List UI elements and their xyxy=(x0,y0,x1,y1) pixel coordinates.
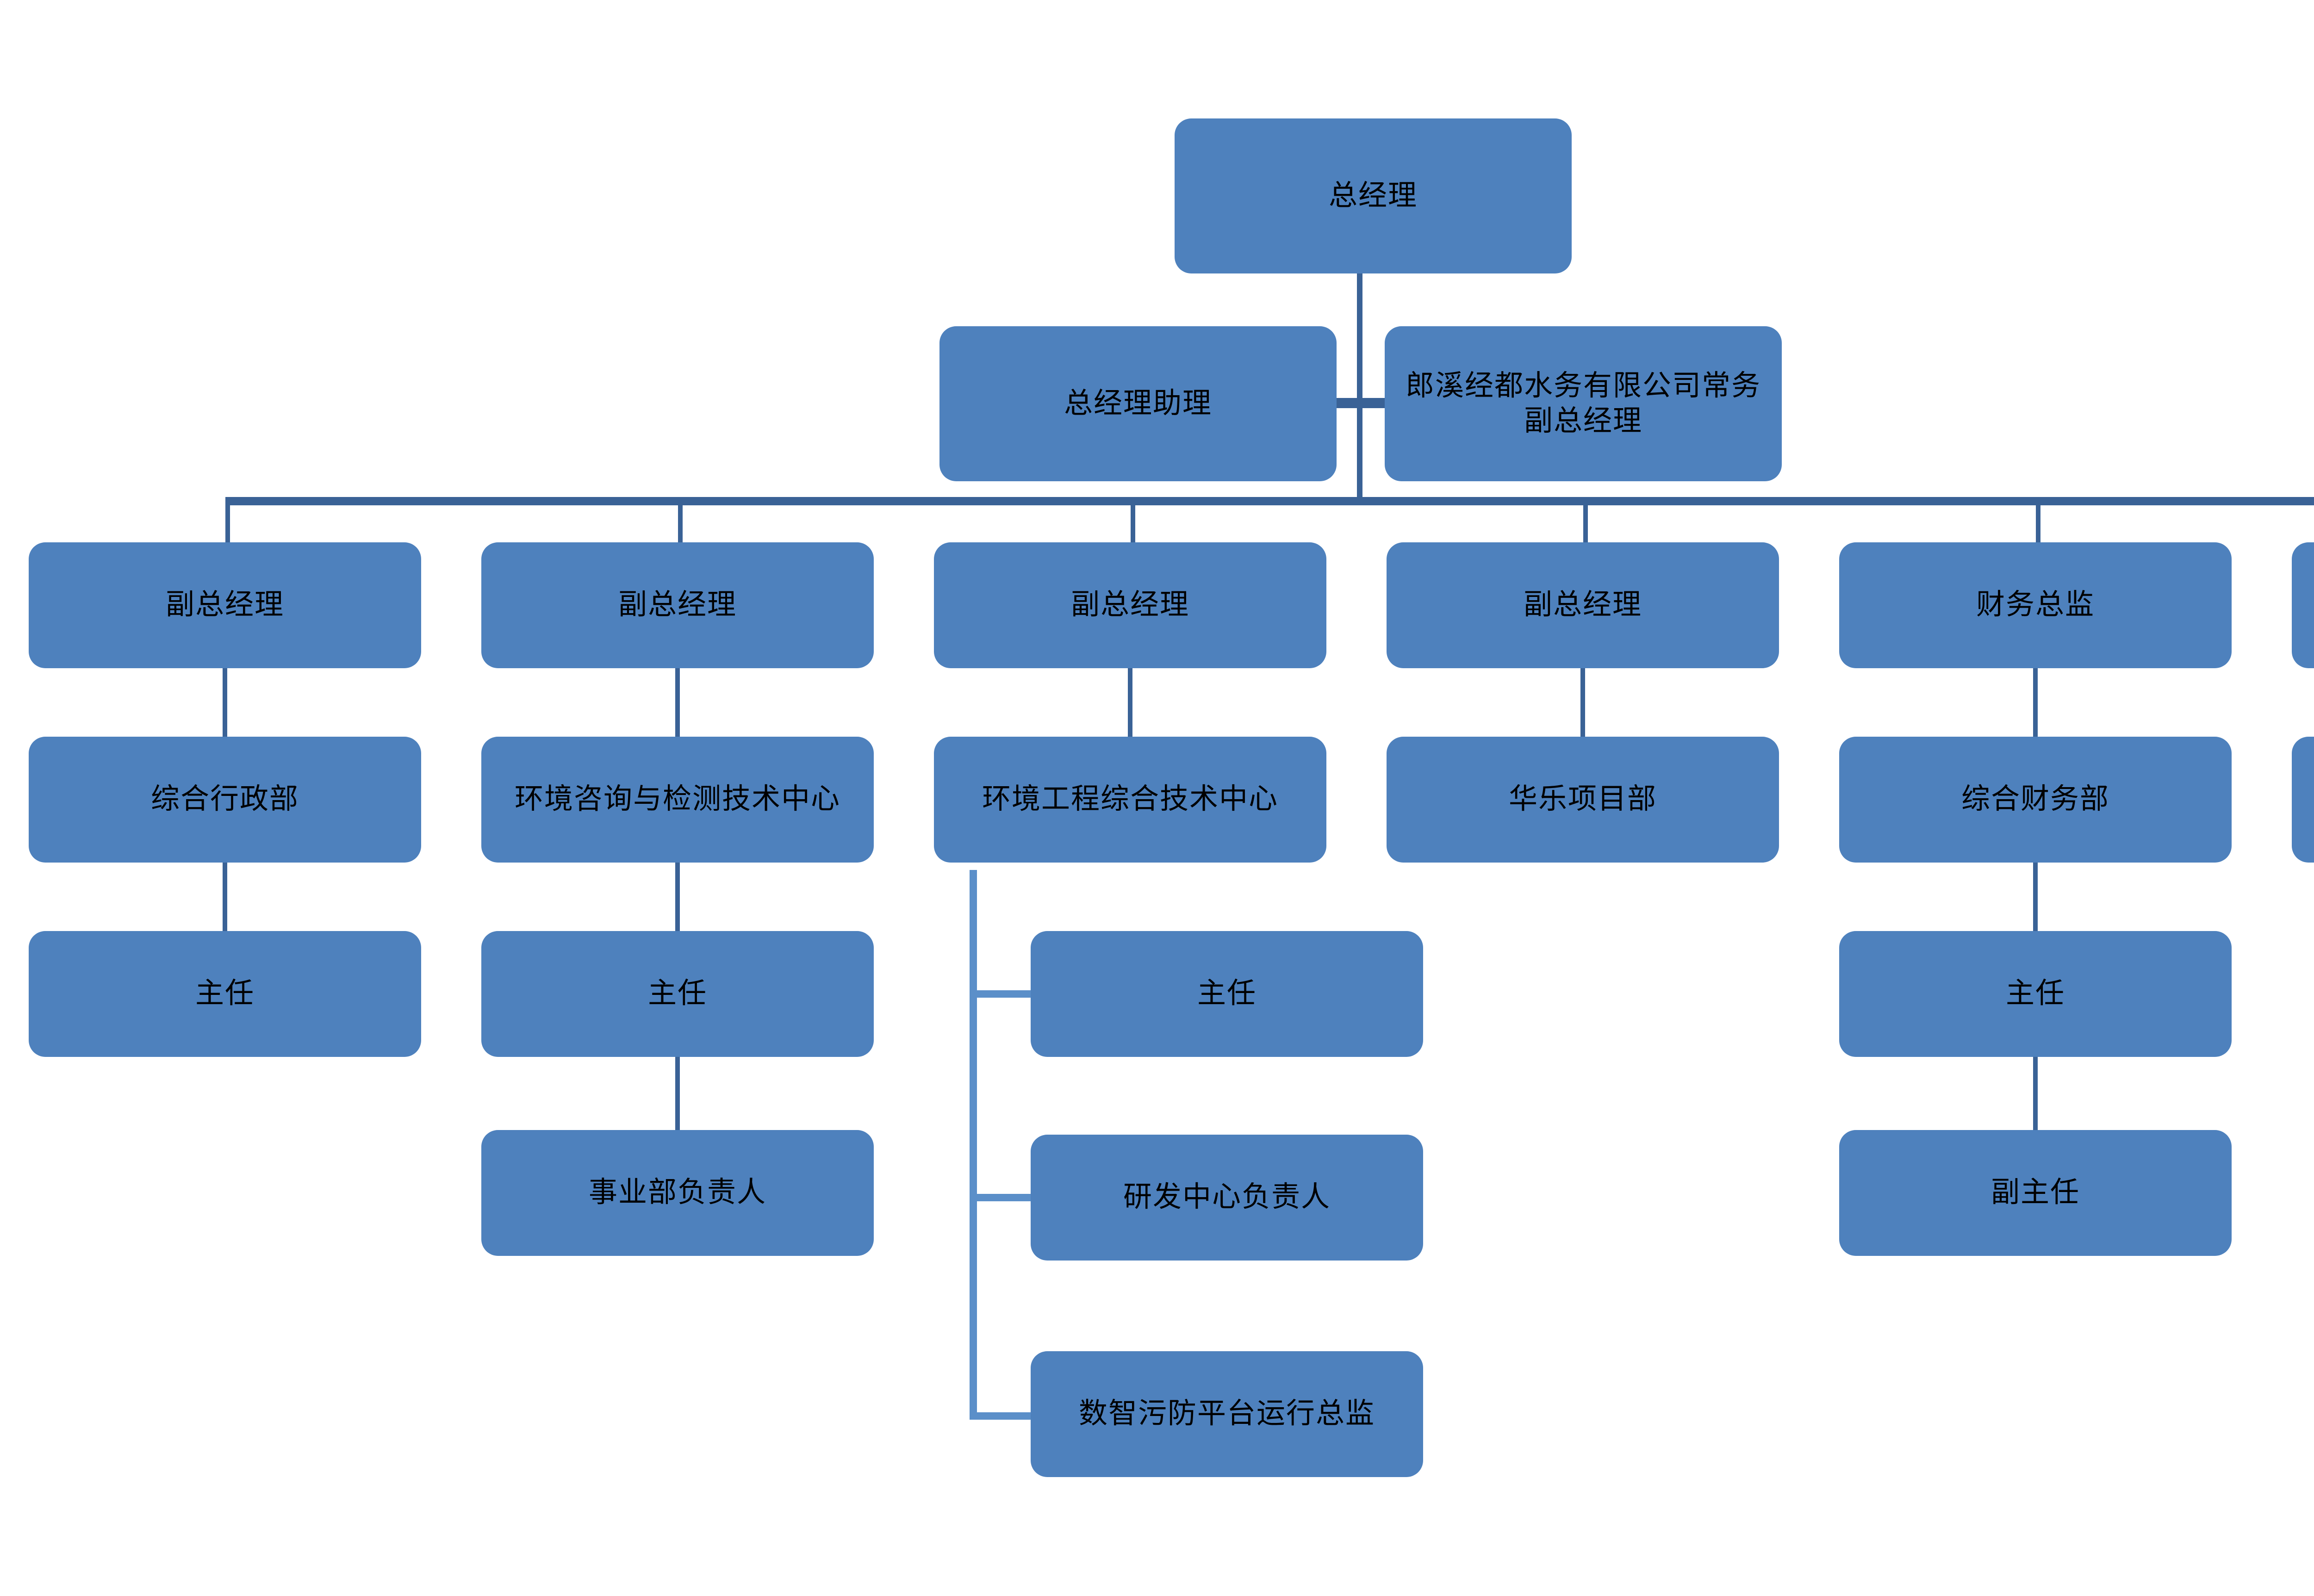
connector-col3-arm-3 xyxy=(970,1412,1031,1420)
node-admin-department[interactable]: 综合行政部 xyxy=(29,737,421,863)
connector-col5-role1-role2 xyxy=(2033,1057,2038,1130)
node-deputy-gm-4[interactable]: 副总经理 xyxy=(1387,542,1779,668)
connector-col2-role1-role2 xyxy=(675,1057,680,1130)
connector-drop-col5 xyxy=(2036,497,2040,542)
connector-assistant-stub xyxy=(1337,398,1385,408)
node-gm-assistant[interactable]: 总经理助理 xyxy=(939,326,1337,481)
connector-col2-head-dept xyxy=(675,668,680,737)
node-env-engineering-tech-center[interactable]: 环境工程综合技术中心 xyxy=(934,737,1326,863)
node-hualetype-project-department[interactable]: 华乐项目部 xyxy=(1387,737,1779,863)
node-deputy-director-col5[interactable]: 副主任 xyxy=(1839,1130,2232,1256)
node-director-col5[interactable]: 主任 xyxy=(1839,931,2232,1057)
connector-col3-bracket-stem xyxy=(970,870,977,1420)
node-env-consulting-testing-center[interactable]: 环境咨询与检测技术中心 xyxy=(481,737,874,863)
node-deputy-gm-1[interactable]: 副总经理 xyxy=(29,542,421,668)
node-general-manager[interactable]: 总经理 xyxy=(1175,118,1572,273)
connector-col3-arm-1 xyxy=(970,990,1031,998)
connector-level3-bus xyxy=(225,497,2314,505)
node-safety-director[interactable]: 安全总监 xyxy=(2292,542,2314,668)
connector-drop-col4 xyxy=(1583,497,1588,542)
connector-drop-col2 xyxy=(678,497,683,542)
node-finance-director[interactable]: 财务总监 xyxy=(1839,542,2232,668)
node-production-safety-director[interactable]: 生产安全总监 xyxy=(2292,737,2314,863)
connector-col5-dept-role xyxy=(2033,863,2038,931)
node-rd-center-leader[interactable]: 研发中心负责人 xyxy=(1031,1135,1423,1261)
node-business-unit-leader[interactable]: 事业部负责人 xyxy=(481,1130,874,1256)
node-digital-pollution-platform-director[interactable]: 数智污防平台运行总监 xyxy=(1031,1351,1423,1477)
connector-col4-head-dept xyxy=(1580,668,1585,737)
node-director-col1[interactable]: 主任 xyxy=(29,931,421,1057)
node-director-col2[interactable]: 主任 xyxy=(481,931,874,1057)
connector-gm-trunk xyxy=(1357,273,1362,501)
node-langxi-deputy-gm[interactable]: 郎溪经都水务有限公司常务副总经理 xyxy=(1385,326,1782,481)
connector-col5-head-dept xyxy=(2033,668,2038,737)
connector-drop-col3 xyxy=(1131,497,1135,542)
connector-drop-col1 xyxy=(225,497,230,542)
connector-col3-arm-2 xyxy=(970,1194,1031,1201)
node-deputy-gm-3[interactable]: 副总经理 xyxy=(934,542,1326,668)
connector-col1-dept-role xyxy=(223,863,227,931)
connector-col1-head-dept xyxy=(223,668,227,737)
connector-col2-dept-role xyxy=(675,863,680,931)
node-finance-department[interactable]: 综合财务部 xyxy=(1839,737,2232,863)
connector-col3-head-dept xyxy=(1128,668,1132,737)
node-director-col3[interactable]: 主任 xyxy=(1031,931,1423,1057)
node-deputy-gm-2[interactable]: 副总经理 xyxy=(481,542,874,668)
